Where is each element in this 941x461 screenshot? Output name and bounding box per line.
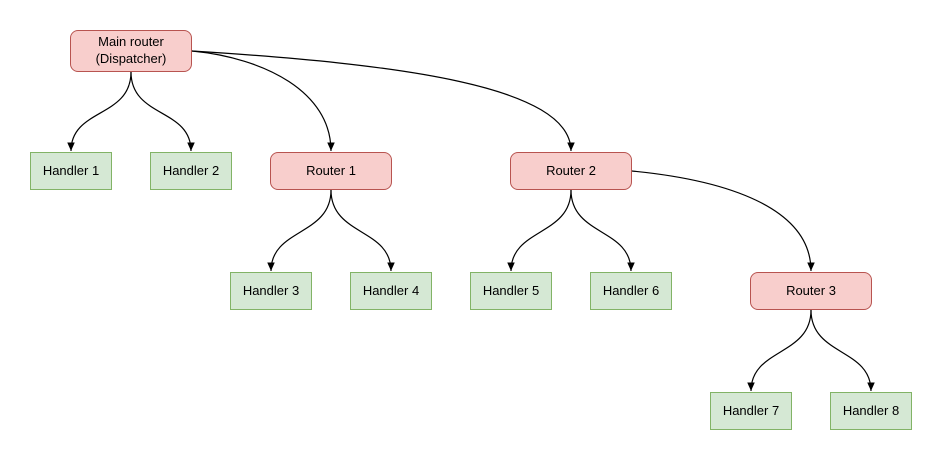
edge-main-router-to-handler-1 [67, 71, 132, 152]
node-handler-5-label: Handler 5 [482, 282, 540, 298]
node-router-2-label: Router 2 [546, 162, 596, 178]
node-router-3-label: Router 3 [786, 282, 836, 298]
edge-router-1-to-handler-4 [330, 189, 395, 272]
edge-main-router-to-router-1 [191, 50, 335, 152]
node-router-1: Router 1 [270, 152, 392, 190]
node-handler-7-label: Handler 7 [722, 402, 780, 418]
node-main-router-label: Main router (Dispatcher) [95, 34, 167, 66]
node-handler-3: Handler 3 [230, 272, 312, 310]
edge-main-router-to-router-2 [191, 50, 575, 152]
node-handler-6: Handler 6 [590, 272, 672, 310]
edge-router-2-to-handler-6 [570, 189, 635, 272]
node-handler-7: Handler 7 [710, 392, 792, 430]
node-handler-5: Handler 5 [470, 272, 552, 310]
node-router-2: Router 2 [510, 152, 632, 190]
node-handler-6-label: Handler 6 [602, 282, 660, 298]
edge-router-3-to-handler-8 [810, 309, 875, 392]
node-handler-1-label: Handler 1 [42, 162, 100, 178]
edge-router-1-to-handler-3 [267, 189, 332, 272]
node-main-router: Main router (Dispatcher) [70, 30, 192, 72]
edge-router-3-to-handler-7 [747, 309, 812, 392]
node-handler-8-label: Handler 8 [842, 402, 900, 418]
node-handler-8: Handler 8 [830, 392, 912, 430]
node-handler-1: Handler 1 [30, 152, 112, 190]
node-handler-2: Handler 2 [150, 152, 232, 190]
edge-main-router-to-handler-2 [130, 71, 195, 152]
node-handler-3-label: Handler 3 [242, 282, 300, 298]
edge-router-2-to-handler-5 [507, 189, 572, 272]
node-handler-2-label: Handler 2 [162, 162, 220, 178]
node-router-3: Router 3 [750, 272, 872, 310]
node-router-1-label: Router 1 [306, 162, 356, 178]
node-handler-4-label: Handler 4 [362, 282, 420, 298]
edge-router-2-to-router-3 [631, 170, 815, 272]
node-handler-4: Handler 4 [350, 272, 432, 310]
